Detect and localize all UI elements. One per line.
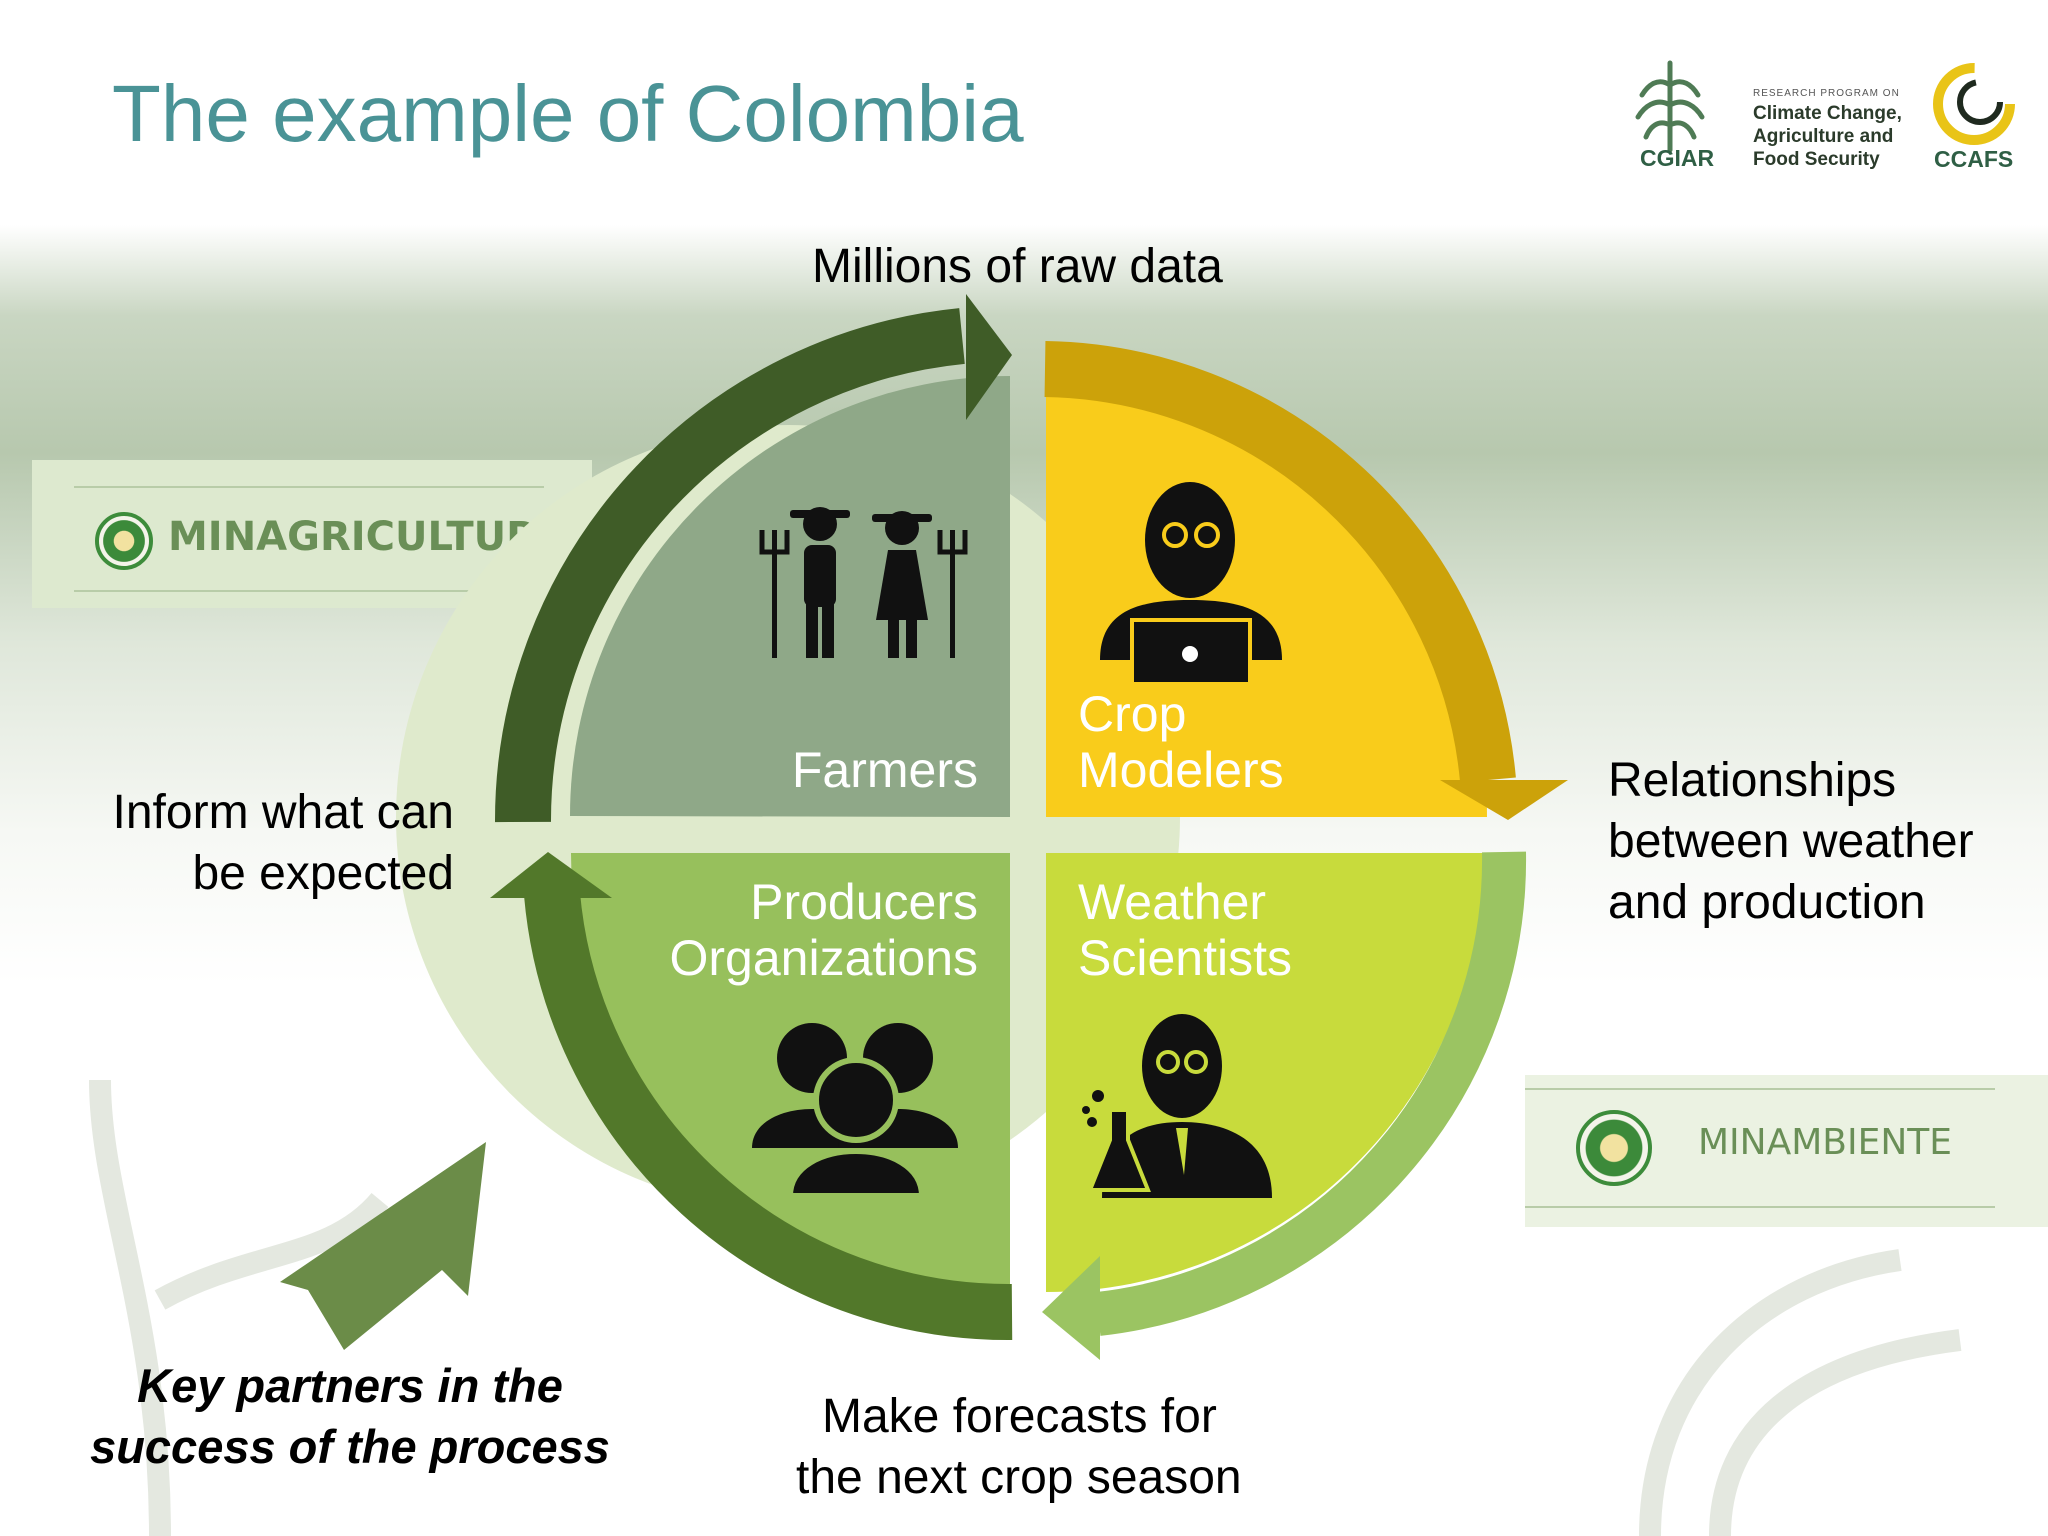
program-name-2: Agriculture and: [1753, 126, 1894, 147]
quadrant-label-modelers: Modelers: [1078, 742, 1284, 798]
quadrant-label-organizations: Organizations: [669, 930, 979, 986]
program-kicker: RESEARCH PROGRAM ON: [1753, 88, 1900, 99]
arrow-top-left: [494, 308, 965, 823]
key-partners-line-1: Key partners in the: [137, 1359, 563, 1412]
minambiente-label: MINAMBIENTE: [1698, 1122, 1953, 1163]
arrow-head: [490, 852, 612, 898]
program-name-3: Food Security: [1753, 149, 1880, 170]
farmers-icon: [759, 507, 968, 658]
quadrant-label-farmers: Farmers: [791, 742, 978, 798]
label-relationships-1: Relationships: [1608, 754, 1897, 807]
colombia-seal-icon: [1576, 1110, 1652, 1186]
divider: [74, 486, 544, 488]
key-partners-arrow: [280, 1142, 486, 1350]
label-relationships-2: between weather: [1608, 815, 1974, 868]
divider: [1525, 1206, 1995, 1208]
label-forecasts-2: the next crop season: [796, 1451, 1242, 1504]
arrow-head: [1440, 780, 1568, 820]
arrow-top-right: [1044, 341, 1516, 783]
quadrant-label-weather: Weather: [1078, 874, 1267, 930]
arrow-head: [1042, 1256, 1100, 1360]
watermark-icon: [89, 1079, 1962, 1536]
quadrant-label-producers: Producers: [750, 874, 978, 930]
label-relationships-3: and production: [1608, 876, 1926, 929]
quadrant-crop-modelers: [1046, 376, 1487, 817]
divider: [1525, 1088, 1995, 1090]
arrow-bottom-right: [1095, 851, 1527, 1336]
cgiar-logo-icon: [1635, 60, 1705, 153]
program-name-1: Climate Change,: [1753, 103, 1902, 124]
colombia-seal-icon: [95, 512, 153, 570]
label-inform-1: Inform what can: [112, 786, 454, 839]
arrow-bottom-left: [524, 891, 1013, 1341]
cgiar-label: CGIAR: [1640, 145, 1715, 171]
ccafs-label: CCAFS: [1934, 146, 2014, 172]
label-raw-data: Millions of raw data: [812, 240, 1223, 293]
quadrant-label-scientists: Scientists: [1078, 930, 1292, 986]
quadrant-label-crop: Crop: [1078, 686, 1187, 742]
crop-modeler-icon: [1100, 482, 1282, 686]
divider: [74, 590, 544, 592]
quadrant-farmers: [570, 376, 1010, 817]
label-inform-2: be expected: [192, 847, 454, 900]
key-partners-line-2: success of the process: [90, 1420, 610, 1473]
group-icon: [752, 1023, 958, 1199]
scientist-icon: [1082, 1014, 1272, 1198]
page-title: The example of Colombia: [112, 69, 1024, 158]
arrow-head: [966, 294, 1012, 420]
ccafs-logo-icon: [1933, 63, 2015, 145]
label-forecasts-1: Make forecasts for: [822, 1390, 1217, 1443]
